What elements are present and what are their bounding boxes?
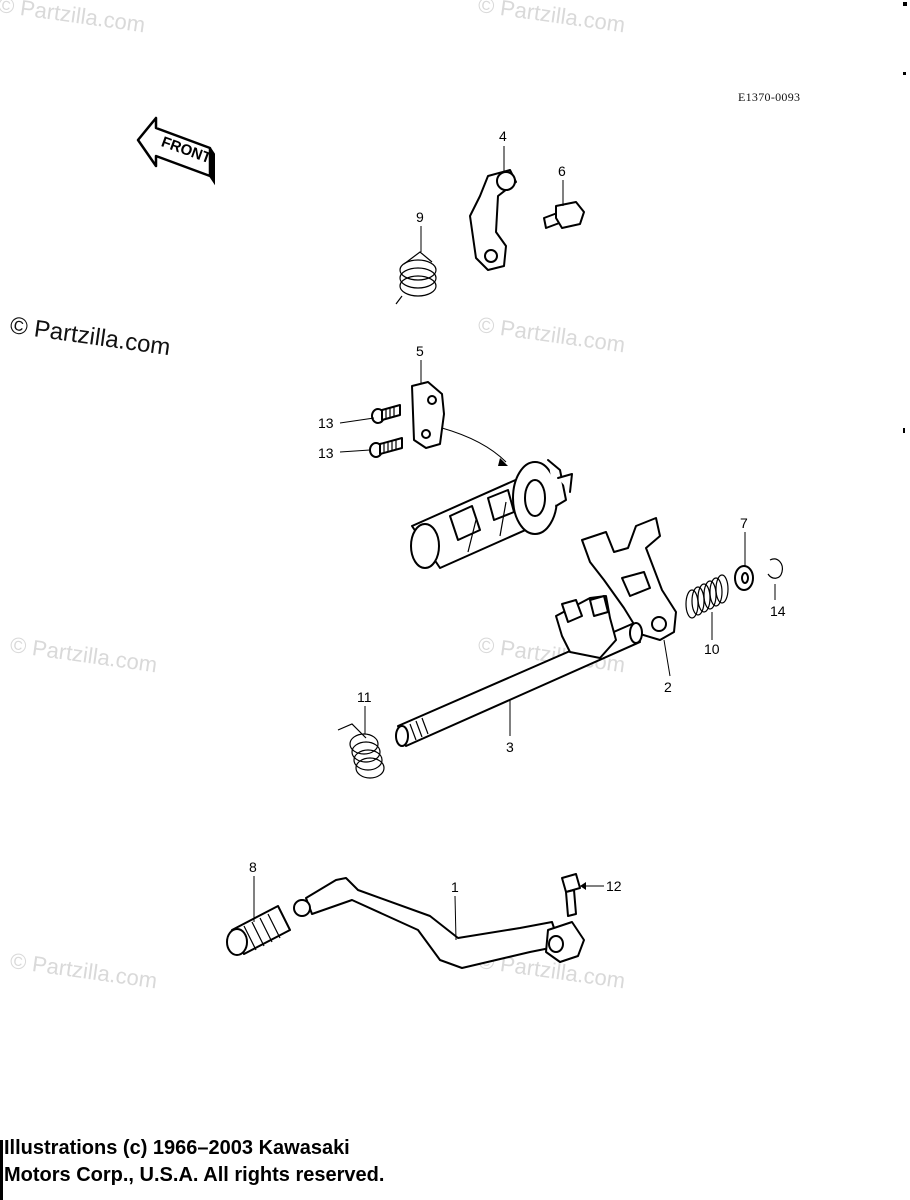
part-5-plate [411,381,445,449]
callout-9: 9 [416,209,424,225]
part-14-circlip [767,558,783,579]
copyright-line-2: Motors Corp., U.S.A. All rights reserved… [4,1164,385,1186]
part-4-lever [469,169,517,271]
part-13-screw-upper [371,404,401,424]
callout-8: 8 [249,859,257,875]
callout-12: 12 [606,878,622,894]
callout-7: 7 [740,515,748,531]
callout-2: 2 [664,679,672,695]
part-9-spring [395,251,437,305]
part-2-shift-arm [581,517,677,641]
copyright-notice: Illustrations (c) 1966–2003 Kawasaki Mot… [4,1135,384,1189]
scan-mark [903,72,906,75]
part-7-washer [734,565,754,591]
callout-11: 11 [357,689,372,705]
callout-13-upper: 13 [318,415,334,431]
callout-14: 14 [770,603,786,619]
scan-mark [903,2,907,6]
callout-3: 3 [506,739,514,755]
part-1-shift-pedal [293,877,585,969]
callout-4: 4 [499,128,507,144]
callout-13-lower: 13 [318,445,334,461]
part-11-spring [337,723,385,779]
scan-mark [903,428,905,433]
callout-10: 10 [704,641,720,657]
copyright-bar [0,1140,3,1200]
part-12-bolt [561,873,581,917]
callout-6: 6 [558,163,566,179]
shift-drum [410,459,573,569]
callout-5: 5 [416,343,424,359]
part-8-footpeg-rubber [226,905,291,956]
callout-1: 1 [451,879,459,895]
part-3-shaft [395,595,643,747]
diagram-code: E1370-0093 [738,90,801,104]
part-6-bolt [543,201,585,229]
part-10-spring [685,574,729,619]
copyright-line-1: Illustrations (c) 1966–2003 Kawasaki [4,1137,350,1159]
part-13-screw-lower [369,437,403,458]
front-arrow-icon: FRONT [136,116,215,186]
